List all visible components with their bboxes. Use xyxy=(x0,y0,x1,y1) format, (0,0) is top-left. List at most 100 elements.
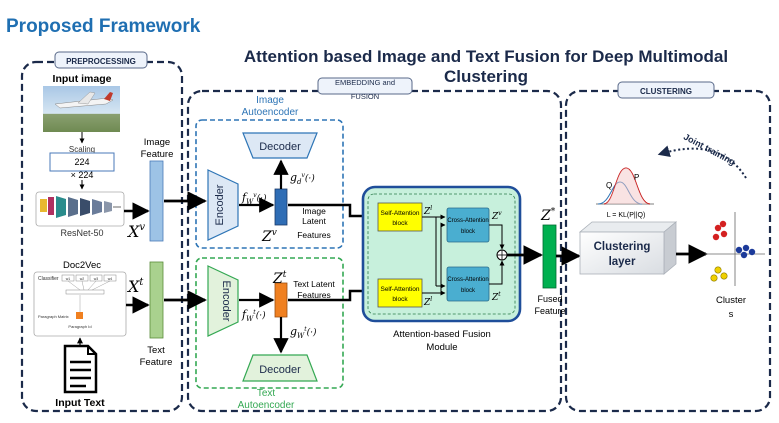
joint-training-label: Joint training xyxy=(682,132,737,168)
self-attention-bottom-line1: Self-Attention xyxy=(380,286,419,293)
text-encoder-label: Encoder xyxy=(220,281,232,322)
embedding-tag xyxy=(317,77,413,95)
text-latent-vector xyxy=(274,282,288,318)
image-latent-line2: Latent xyxy=(302,216,326,226)
text-autoencoder-line1: Text xyxy=(257,388,276,399)
text-decoder-label: Decoder xyxy=(259,364,301,376)
self-attention-top xyxy=(377,202,423,232)
text-latent-line2: Features xyxy=(297,290,331,300)
image-autoencoder-line2: Autoencoder xyxy=(242,107,299,118)
image-feature-line2: Feature xyxy=(141,149,174,160)
cross-attention-bottom-line2: block xyxy=(461,288,476,294)
document-icon xyxy=(63,344,98,394)
input-text-label: Input Text xyxy=(55,397,105,409)
zl-top-label: Zl xyxy=(423,205,432,217)
image-latent-vector xyxy=(274,188,288,226)
self-attention-top-line2: block xyxy=(392,220,408,227)
cross-attention-bottom xyxy=(446,266,490,302)
clustering-layer-line1: Clustering xyxy=(594,241,651,253)
zstar-label: Z* xyxy=(540,207,556,224)
f-t-label: fWt(·) xyxy=(241,308,266,323)
text-encoder xyxy=(207,265,239,337)
zl-bottom-label: Zl xyxy=(423,296,432,308)
self-attention-top-line1: Self-Attention xyxy=(380,210,419,217)
fusion-module-line1: Attention-based Fusion xyxy=(393,329,491,340)
preprocessing-tag xyxy=(54,51,148,69)
fused-feature-vector xyxy=(542,224,557,289)
zt-label: Zt xyxy=(272,270,287,287)
text-feature-vector xyxy=(149,261,164,339)
main-title-line1: Attention based Image and Text Fusion fo… xyxy=(244,47,728,66)
doc2vec-paragraph-id: Paragraph Id xyxy=(68,324,91,329)
scaling-size-line2: × 224 xyxy=(71,170,94,180)
input-image-label: Input image xyxy=(53,73,112,85)
joint-training-arrow xyxy=(657,145,747,179)
image-encoder-label: Encoder xyxy=(214,184,226,225)
doc2vec-word-2: w2 xyxy=(80,277,85,281)
image-feature-vector xyxy=(149,160,164,242)
zv-cross-label: Zv xyxy=(491,210,502,222)
clustering-layer-line2: layer xyxy=(609,256,636,268)
image-latent-line3: Features xyxy=(297,230,331,240)
resnet-network-graphic xyxy=(35,191,125,227)
g-t-label: gWt(·) xyxy=(290,325,317,340)
fused-feature-line1: Fused xyxy=(537,294,562,304)
fusion-module-line2: Module xyxy=(426,342,457,353)
zt-cross-label: Zt xyxy=(491,291,501,303)
scaling-box xyxy=(49,152,115,172)
text-autoencoder-line2: Autoencoder xyxy=(238,400,295,411)
text-decoder xyxy=(242,354,318,382)
fusion-internal-connections xyxy=(422,214,505,296)
self-attention-bottom xyxy=(377,278,423,308)
image-autoencoder-box xyxy=(195,119,344,249)
main-title-line2: Clustering xyxy=(444,67,528,86)
doc2vec-classifier: Classifier xyxy=(38,276,59,282)
doc2vec-word-3: w3 xyxy=(94,277,99,281)
embedding-panel xyxy=(186,89,563,413)
input-image-photo xyxy=(43,86,120,132)
clustering-label: CLUSTERING xyxy=(640,87,692,96)
text-feature-line2: Feature xyxy=(140,357,173,368)
cross-attention-bottom-line1: Cross-Attention xyxy=(447,277,488,283)
image-autoencoder-line1: Image xyxy=(256,95,284,106)
p-label: P xyxy=(634,173,639,182)
clustering-tag xyxy=(617,81,715,99)
image-decoder xyxy=(242,132,318,159)
xv-label: Xv xyxy=(126,222,145,241)
f-v-label: fWv(·) xyxy=(241,191,267,206)
text-latent-line1: Text Latent xyxy=(293,279,335,289)
fusion-inner xyxy=(367,193,516,315)
clusters-line1: Cluster xyxy=(716,295,746,306)
self-attention-bottom-line2: block xyxy=(392,296,408,303)
image-decoder-label: Decoder xyxy=(259,141,301,153)
preprocessing-label: PREPROCESSING xyxy=(66,57,136,66)
image-encoder xyxy=(207,169,239,241)
clusters-scatter xyxy=(705,212,765,286)
text-feature-line1: Text xyxy=(147,345,165,356)
clustering-layer-block xyxy=(578,221,678,275)
q-label: Q xyxy=(606,181,612,190)
cross-attention-top-line2: block xyxy=(461,229,476,235)
text-autoencoder-box xyxy=(195,257,344,389)
scaling-label: Scaling xyxy=(69,145,95,154)
doc2vec-word-1: w1 xyxy=(66,277,71,281)
g-v-label: gdv(·) xyxy=(290,171,315,186)
embedding-label-line2: FUSION xyxy=(351,92,379,101)
doc2vec-label: Doc2Vec xyxy=(63,260,101,271)
doc2vec-paragraph-matrix: Paragraph Matrix xyxy=(38,314,69,319)
fused-feature-line2: Feature xyxy=(534,306,565,316)
scaling-size-line1: 224 xyxy=(74,157,89,167)
zv-label: Zv xyxy=(261,228,277,245)
image-feature-line1: Image xyxy=(144,137,170,148)
distribution-plot xyxy=(596,167,654,205)
embedding-label-line1: EMBEDDING and xyxy=(335,78,395,87)
framework-title: Proposed Framework xyxy=(6,16,201,37)
xt-label: Xt xyxy=(126,277,144,296)
cross-attention-top xyxy=(446,207,490,243)
cross-attention-top-line1: Cross-Attention xyxy=(447,218,488,224)
doc2vec-model-graphic: Classifier w1 w2 w3 w4 Paragraph Matrix … xyxy=(33,271,127,337)
resnet-label: ResNet-50 xyxy=(60,228,103,238)
image-latent-line1: Image xyxy=(302,206,326,216)
doc2vec-word-4: w4 xyxy=(108,277,113,281)
